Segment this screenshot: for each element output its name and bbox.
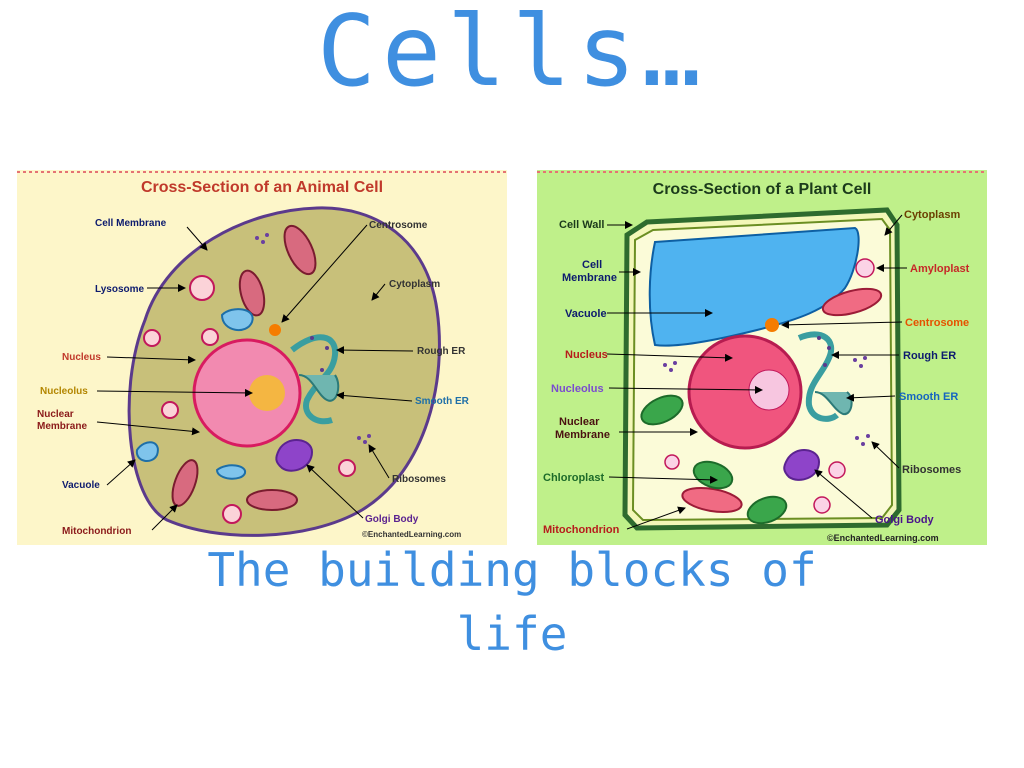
plant-mitochondrion-shape [681,486,743,514]
animal-centrosome-shape [269,324,281,336]
animal-label-ribosomes: Ribosomes [392,474,446,485]
animal-label-vacuole: Vacuole [62,480,100,491]
plant-rough-er-dot [823,363,827,367]
animal-ribosome-dot [357,436,361,440]
animal-cell-diagram: Cross-Section of an Animal Cell Cell Mem… [17,170,507,545]
animal-vesicle-shape [201,328,219,346]
subtitle-line-2: life [456,607,568,661]
animal-vesicle-shape [338,459,356,477]
animal-label-centrosome: Centrosome [369,220,428,231]
plant-vesicle-shape [828,461,846,479]
plant-rough-er-shape [797,331,839,422]
slide-title: Cells… [316,0,707,109]
animal-label-golgi-body: Golgi Body [365,514,419,525]
animal-ribosome-dot [265,233,269,237]
plant-label-amyloplast: Amyloplast [910,263,970,275]
animal-mitochondrion-shape [246,489,298,511]
plant-ribosome-dot [855,436,859,440]
plant-chloroplast-shape [746,495,788,525]
plant-label-cytoplasm: Cytoplasm [904,209,960,221]
subtitle-line-1: The building blocks of [207,543,817,597]
animal-ribosome-dot [363,440,367,444]
plant-cell-diagram: Cross-Section of a Plant Cell Cell Wall … [537,170,987,545]
animal-mitochondrion-shape [283,224,317,276]
plant-label-cell-wall: Cell Wall [559,219,604,231]
animal-vesicle-shape [161,401,179,419]
plant-label-nucleolus: Nucleolus [551,383,604,395]
animal-vesicle-shape [222,504,242,524]
plant-chloroplast-shape [692,460,734,490]
animal-ribosome-dot [261,240,265,244]
animal-label-cytoplasm: Cytoplasm [389,279,440,290]
plant-label-ribosomes: Ribosomes [902,464,961,476]
plant-label-chloroplast: Chloroplast [543,472,604,484]
plant-mitochondrion-shape [821,287,883,317]
animal-rough-er-dot [310,336,314,340]
plant-ribosome-dot [859,364,863,368]
animal-rough-er-dot [325,346,329,350]
animal-label-smooth-er: Smooth ER [415,396,470,407]
animal-vesicle-shape [143,329,161,347]
plant-label-nucleus: Nucleus [565,349,608,361]
plant-ribosome-dot [861,442,865,446]
plant-ribosome-dot [669,368,673,372]
plant-label-golgi-body: Golgi Body [875,514,935,526]
animal-smooth-er-shape [298,374,340,402]
plant-vacuole-shape [648,226,860,347]
animal-vacuole-shape [215,464,247,480]
animal-lysosome-shape [189,275,215,301]
animal-mitochondrion-shape [238,269,266,317]
animal-label-nucleolus: Nucleolus [40,386,88,397]
plant-label-mitochondrion: Mitochondrion [543,524,620,536]
plant-ribosome-dot [863,356,867,360]
plant-leader-lines [606,214,907,530]
plant-vesicle-shape [813,496,831,514]
animal-label-mitochondrion: Mitochondrion [62,526,131,537]
animal-golgi-shape [275,439,314,472]
plant-ribosome-dot [866,434,870,438]
plant-label-centrosome: Centrosome [905,317,969,329]
plant-credit: ©EnchantedLearning.com [827,533,939,543]
animal-heading: Cross-Section of an Animal Cell [141,179,383,196]
animal-vacuole-shape [220,308,254,331]
animal-label-cell-membrane: Cell Membrane [95,218,167,229]
animal-vacuole-shape [135,441,159,462]
plant-centrosome-shape [765,318,779,332]
animal-rough-er-dot [320,368,324,372]
plant-label-vacuole: Vacuole [565,308,607,320]
animal-ribosome-dot [367,434,371,438]
plant-vesicle-shape [664,454,680,470]
plant-rough-er-dot [817,336,821,340]
animal-label-lysosome: Lysosome [95,284,145,295]
plant-chloroplast-shape [640,394,684,426]
animal-nucleolus-shape [249,375,285,411]
plant-nucleus-shape [687,334,803,450]
plant-heading: Cross-Section of a Plant Cell [653,181,872,198]
plant-label-smooth-er: Smooth ER [899,391,958,403]
animal-label-rough-er: Rough ER [417,346,466,357]
plant-rough-er-dot [827,346,831,350]
animal-ribosome-dot [255,236,259,240]
plant-ribosome-dot [663,363,667,367]
plant-amyloplast-shape [855,258,875,278]
plant-label-rough-er: Rough ER [903,350,956,362]
slide-subtitle: The building blocks of life [0,538,1024,666]
animal-leader-lines [96,224,414,531]
plant-ribosome-dot [853,358,857,362]
plant-golgi-shape [783,449,821,481]
animal-credit: ©EnchantedLearning.com [362,530,461,539]
animal-label-nucleus: Nucleus [62,352,101,363]
plant-ribosome-dot [673,361,677,365]
